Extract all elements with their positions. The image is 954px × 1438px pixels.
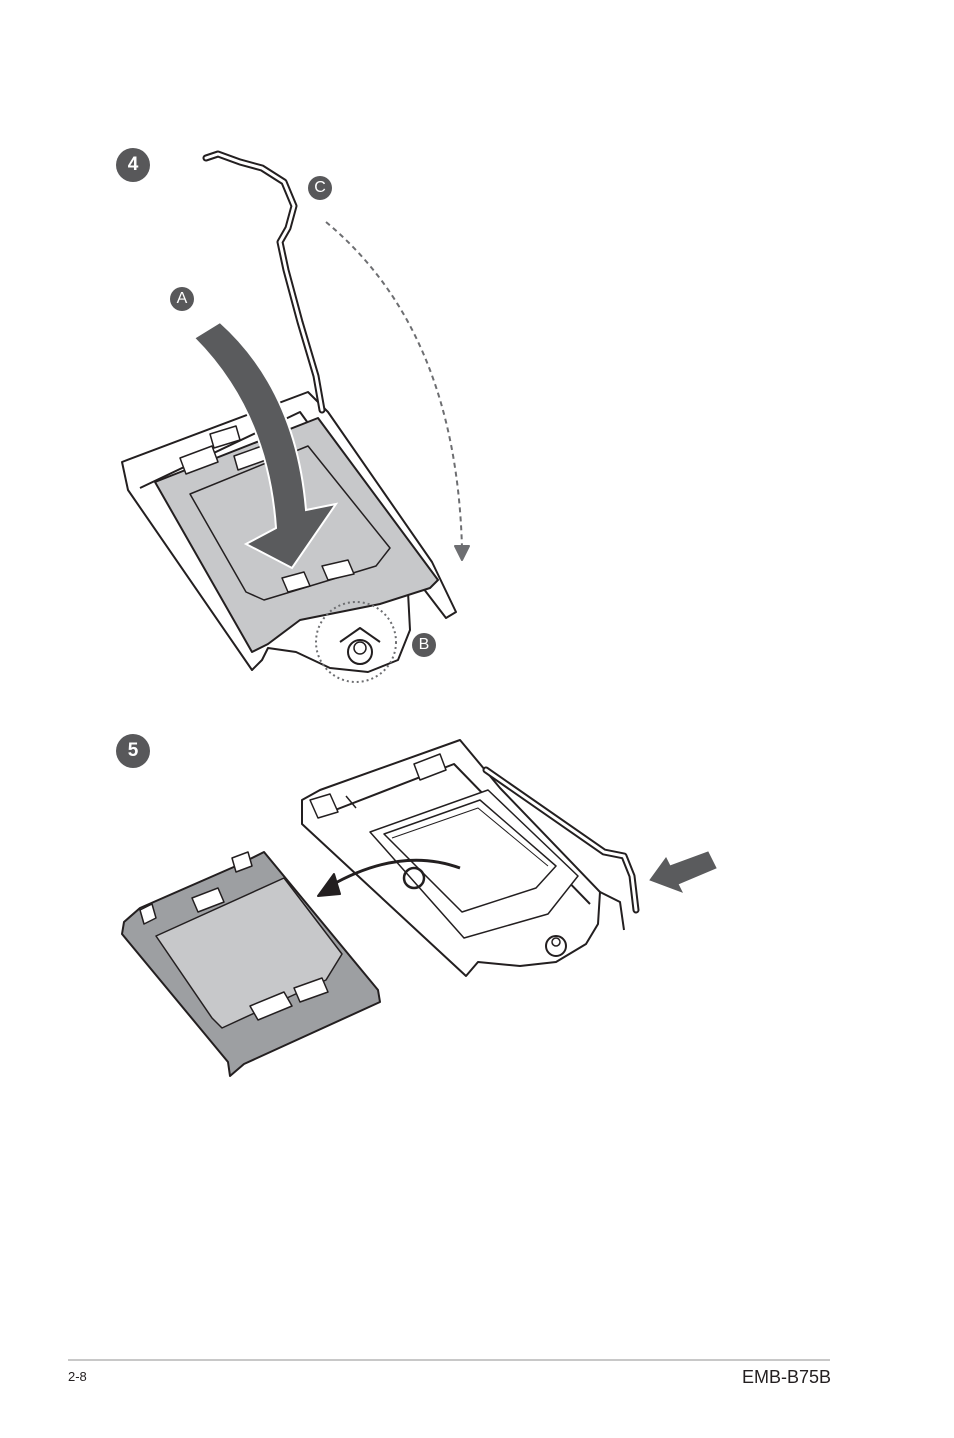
callout-b: B xyxy=(412,633,436,657)
step-4-badge: 4 xyxy=(116,148,150,182)
callout-c: C xyxy=(308,176,332,200)
removed-load-plate xyxy=(122,852,380,1076)
step-4-socket-illustration xyxy=(122,154,469,682)
callout-c-label: C xyxy=(314,179,326,197)
callout-a: A xyxy=(170,287,194,311)
page-number: 2-8 xyxy=(68,1369,87,1384)
callout-b-label: B xyxy=(419,636,430,654)
model-name: EMB-B75B xyxy=(742,1367,831,1388)
step-5-number: 5 xyxy=(128,740,139,762)
footer-rule xyxy=(68,1359,830,1361)
callout-a-label: A xyxy=(177,290,188,308)
step-5-illustration xyxy=(302,740,636,976)
step-4-number: 4 xyxy=(128,154,139,176)
step-5-badge: 5 xyxy=(116,734,150,768)
push-lever-arrow xyxy=(650,852,716,892)
